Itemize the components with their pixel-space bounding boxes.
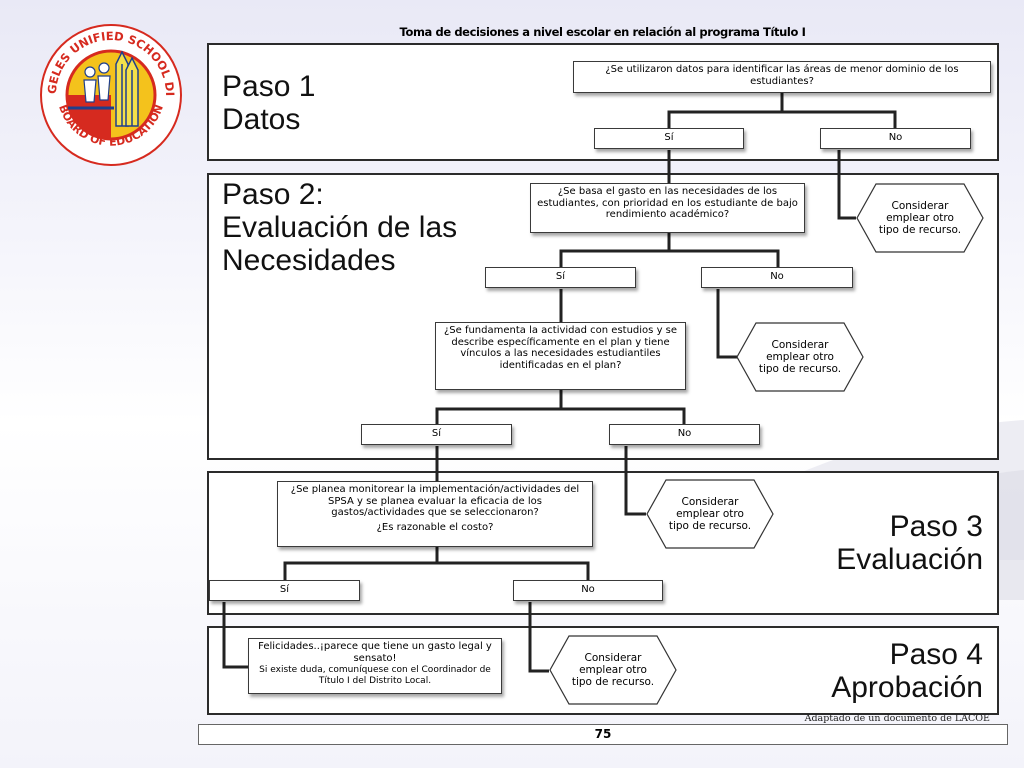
consider-text: Considerar emplear otro tipo de recurso. — [878, 200, 962, 236]
consider-other-resource-hex-1: Considerar emplear otro tipo de recurso. — [856, 183, 984, 253]
answer-yes-step1: Sí — [594, 128, 744, 149]
question-reasonable-cost: ¿Es razonable el costo? — [376, 521, 494, 533]
approval-result-box: Felicidades..¡parece que tiene un gasto … — [248, 638, 502, 694]
consider-text: Considerar emplear otro tipo de recurso. — [758, 339, 842, 375]
step-1-label: Paso 1 Datos — [222, 70, 316, 136]
answer-no-step2b: No — [609, 424, 760, 445]
consider-text: Considerar emplear otro tipo de recurso. — [668, 496, 752, 532]
approval-message: Felicidades..¡parece que tiene un gasto … — [258, 641, 492, 664]
page-number: 75 — [594, 727, 612, 741]
consider-other-resource-hex-4: Considerar emplear otro tipo de recurso. — [549, 635, 677, 705]
hexagon-shape — [646, 479, 774, 549]
hexagon-shape — [736, 322, 864, 392]
answer-yes-step2b: Sí — [361, 424, 512, 445]
answer-yes-step3: Sí — [209, 580, 360, 601]
question-needs-based-spending: ¿Se basa el gasto en las necesidades de … — [530, 183, 805, 233]
question-research-based-activity: ¿Se fundamenta la actividad con estudios… — [435, 322, 686, 390]
answer-yes-step2a: Sí — [485, 267, 636, 288]
answer-no-step3: No — [513, 580, 663, 601]
answer-no-step2a: No — [701, 267, 853, 288]
lausd-seal-logo: LOS ANGELES UNIFIED SCHOOL DISTRICT BOAR… — [33, 11, 184, 168]
step-2-label: Paso 2: Evaluación de las Necesidades — [222, 178, 458, 277]
source-note: Adaptado de un documento de LACOE — [804, 713, 990, 724]
hexagon-shape — [549, 635, 677, 705]
consider-other-resource-hex-3: Considerar emplear otro tipo de recurso. — [646, 479, 774, 549]
question-data-used: ¿Se utilizaron datos para identificar la… — [573, 61, 991, 93]
question-monitoring-evaluation: ¿Se planea monitorear la implementación/… — [277, 481, 593, 547]
consider-text: Considerar emplear otro tipo de recurso. — [571, 652, 655, 688]
consider-other-resource-hex-2: Considerar emplear otro tipo de recurso. — [736, 322, 864, 392]
hexagon-shape — [856, 183, 984, 253]
step-3-label: Paso 3 Evaluación — [836, 510, 983, 576]
step-4-label: Paso 4 Aprobación — [831, 638, 983, 704]
page-number-bar: 75 — [198, 724, 1008, 745]
answer-no-step1: No — [820, 128, 971, 149]
approval-contact-note: Si existe duda, comuníquese con el Coord… — [259, 665, 491, 686]
page-title: Toma de decisiones a nivel escolar en re… — [399, 25, 806, 39]
question-monitoring-text: ¿Se planea monitorear la implementación/… — [290, 484, 580, 518]
